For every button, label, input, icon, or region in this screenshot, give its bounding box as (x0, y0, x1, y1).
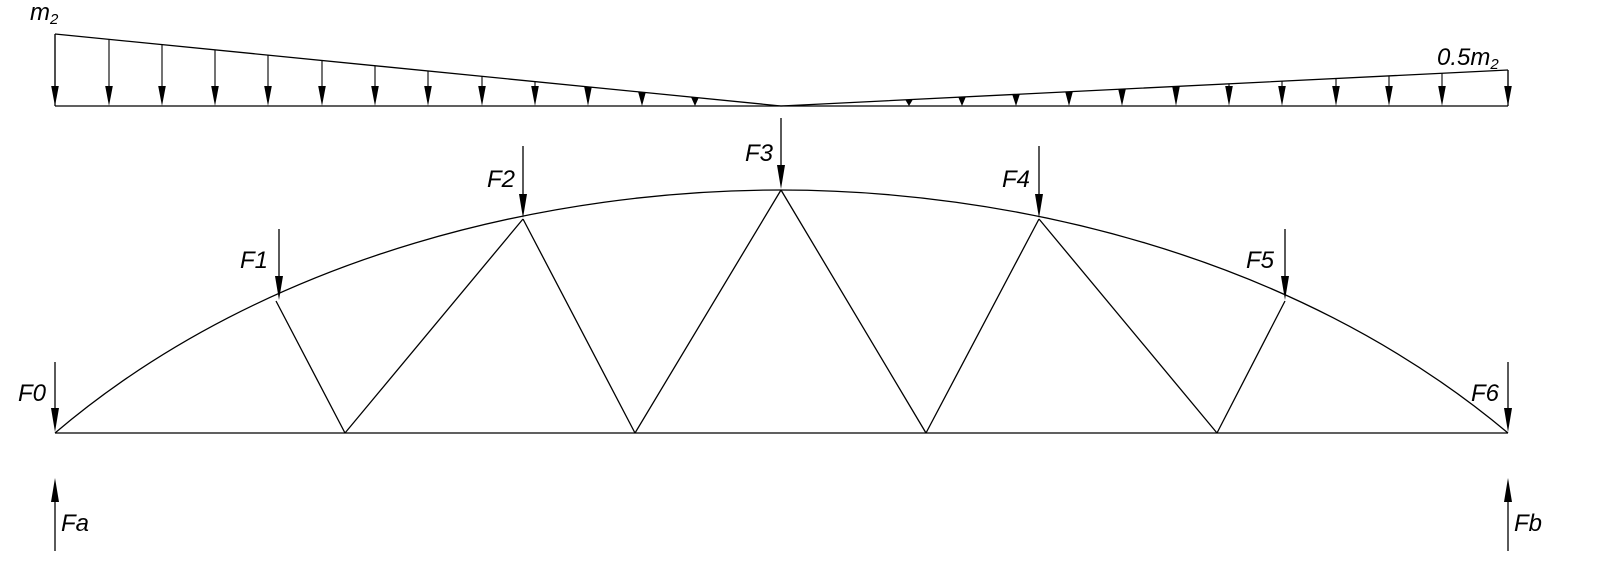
node-force-f2: F2 (487, 146, 527, 218)
top-chord-arch (54, 189, 1509, 434)
reaction-fa: Fa (51, 478, 89, 551)
load-arrow-head (638, 92, 646, 106)
node-force-label-f4: F4 (1002, 166, 1030, 193)
left-load-label-sub: 2 (49, 11, 59, 28)
truss-diagonal-8 (1216, 300, 1286, 434)
load-arrow-head (1225, 86, 1233, 106)
truss-diagonal-4 (634, 189, 782, 434)
load-arrow-head (1438, 86, 1446, 106)
node-forces: F0 F1 F2 F3 F4 F5 F6 (18, 118, 1512, 432)
reaction-label-fa: Fa (61, 510, 89, 537)
truss-diagonal-5 (780, 189, 927, 434)
load-arrow-head (531, 86, 539, 106)
arch-truss (54, 189, 1509, 434)
load-arrow-head (958, 97, 966, 106)
load-arrow-head (691, 97, 699, 106)
truss-diagonal-3 (522, 218, 636, 434)
node-force-label-f5: F5 (1246, 247, 1275, 274)
load-arrow-head (1012, 94, 1020, 106)
truss-diagonal-6 (925, 218, 1040, 434)
load-arrow-head (478, 86, 486, 106)
load-arrow-head (1504, 86, 1512, 106)
load-arrow-head (905, 99, 913, 106)
node-force-f6: F6 (1471, 362, 1512, 432)
load-arrow-head (51, 86, 59, 106)
node-force-f3: F3 (745, 118, 785, 189)
left-load-label: m2 (30, 0, 59, 28)
node-force-label-f1: F1 (240, 247, 268, 274)
left-load-label-base: m (30, 0, 50, 26)
load-arrow-head (264, 86, 272, 106)
load-arrow-head (1278, 86, 1286, 106)
load-arrow-head (1118, 89, 1126, 106)
load-arrow-head (1065, 91, 1073, 106)
load-arrow-head (424, 86, 432, 106)
node-force-f1: F1 (240, 229, 283, 300)
node-force-label-f0: F0 (18, 380, 47, 407)
load-arrow-head (371, 86, 379, 106)
node-force-f0: F0 (18, 362, 59, 432)
load-arrow-head (584, 86, 592, 106)
load-arrow-head (1385, 86, 1393, 106)
load-arrow-head (211, 86, 219, 106)
load-arrow-head (1332, 86, 1340, 106)
load-arrow-head (158, 86, 166, 106)
load-arrows (51, 34, 1512, 106)
distributed-load: m2 0.5m2 (30, 0, 1512, 107)
node-force-f4: F4 (1002, 146, 1043, 218)
node-force-f5: F5 (1246, 229, 1289, 300)
truss-diagonal-1 (275, 300, 346, 434)
reaction-fb: Fb (1504, 478, 1542, 551)
truss-diagonal-7 (1038, 218, 1218, 434)
right-load-label-sub: 2 (1489, 56, 1499, 73)
reaction-label-fb: Fb (1514, 510, 1542, 537)
right-load-label-base: 0.5m (1437, 44, 1490, 71)
load-arrow-head (1172, 86, 1180, 106)
node-force-label-f3: F3 (745, 140, 774, 167)
load-arrow-head (318, 86, 326, 106)
truss-diagonal-2 (344, 218, 524, 434)
right-load-label: 0.5m2 (1437, 44, 1499, 73)
load-arrow-head (105, 86, 113, 106)
support-reactions: Fa Fb (51, 478, 1542, 551)
node-force-label-f2: F2 (487, 166, 515, 193)
node-force-label-f6: F6 (1471, 380, 1500, 407)
load-envelope (54, 33, 1509, 107)
